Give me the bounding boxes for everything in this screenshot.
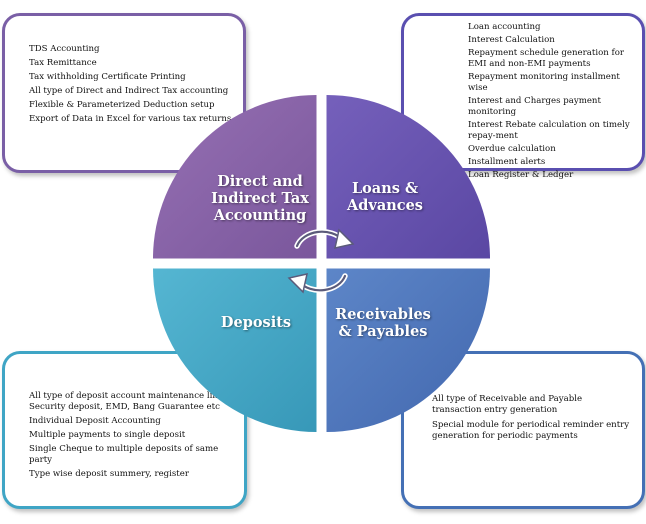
list-item: Overdue calculation <box>468 144 556 154</box>
list-item: All type of Receivable and Payable trans… <box>432 394 583 415</box>
list-item: Repayment schedule generation for EMI an… <box>468 48 624 69</box>
list-item: Tax withholding Certificate Printing <box>29 72 186 82</box>
tax-accounting-box: TDS Accounting Tax Remittance Tax withho… <box>2 13 246 173</box>
title-line: Receivables <box>335 306 431 323</box>
list-item: Single Cheque to multiple deposits of sa… <box>29 444 219 465</box>
list-item: Loan accounting <box>468 22 541 32</box>
quadrant-receivables <box>326 268 490 432</box>
quadrant-tax <box>153 95 317 259</box>
list-item: TDS Accounting <box>29 44 100 54</box>
title-line: Accounting <box>213 207 307 224</box>
list-item: Special module for periodical reminder e… <box>432 420 630 441</box>
list-item: Interest Calculation <box>468 35 555 45</box>
tax-accounting-list: TDS Accounting Tax Remittance Tax withho… <box>29 44 235 125</box>
list-item: All type of deposit account maintenance … <box>29 391 223 412</box>
quadrant-title-tax: Direct and Indirect Tax Accounting <box>200 173 320 224</box>
quadrant-title-deposits: Deposits <box>206 314 306 331</box>
quadrant-title-receivables: Receivables & Payables <box>328 306 438 340</box>
list-item: Individual Deposit Accounting <box>29 416 161 426</box>
list-item: Installment alerts <box>468 157 546 167</box>
loans-advances-list: Loan accounting Interest Calculation Rep… <box>468 22 636 181</box>
list-item: Tax Remittance <box>29 58 97 68</box>
title-line: Advances <box>347 197 423 214</box>
title-line: & Payables <box>338 323 428 340</box>
list-item: Repayment monitoring installment wise <box>468 72 620 93</box>
title-line: Direct and <box>217 173 303 190</box>
deposits-list: All type of deposit account maintenance … <box>29 391 236 480</box>
deposits-box: All type of deposit account maintenance … <box>2 351 247 509</box>
quadrant-loans <box>326 95 490 259</box>
list-item: Flexible & Parameterized Deduction setup <box>29 100 215 110</box>
receivables-payables-list: All type of Receivable and Payable trans… <box>432 394 634 442</box>
quadrant-deposits <box>153 268 317 432</box>
title-line: Indirect Tax <box>211 190 309 207</box>
list-item: Multiple payments to single deposit <box>29 430 186 440</box>
list-item: Interest and Charges payment monitoring <box>468 96 601 117</box>
list-item: All type of Direct and Indirect Tax acco… <box>29 86 229 96</box>
list-item: Interest Rebate calculation on timely re… <box>468 120 630 141</box>
title-line: Loans & <box>351 180 419 197</box>
list-item: Loan Register & Ledger <box>468 170 574 180</box>
title-line: Deposits <box>220 314 292 331</box>
list-item: Export of Data in Excel for various tax … <box>29 114 232 124</box>
quadrant-circle <box>153 95 490 432</box>
list-item: Type wise deposit summery, register <box>29 469 189 479</box>
quadrant-title-loans: Loans & Advances <box>335 180 435 214</box>
loans-advances-box: Loan accounting Interest Calculation Rep… <box>401 13 645 180</box>
cycle-arrows-icon <box>287 228 355 294</box>
